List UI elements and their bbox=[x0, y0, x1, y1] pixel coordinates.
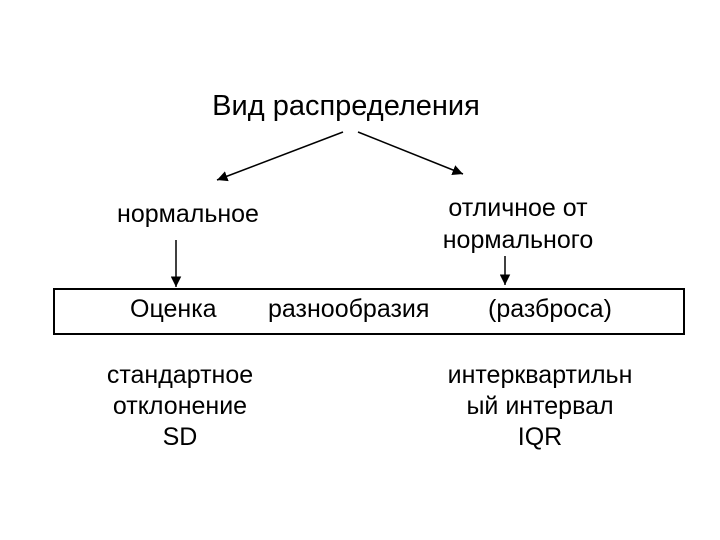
measure-iqr-line-2: ый интервал bbox=[466, 392, 614, 420]
measure-sd-line-1: стандартное bbox=[106, 361, 254, 389]
measure-iqr-line-3: IQR bbox=[517, 423, 563, 451]
measure-iqr-line-1: интерквартильн bbox=[447, 361, 633, 389]
branch-non-normal: отличное от нормального bbox=[400, 192, 636, 256]
branch-non-normal-line-1: отличное от bbox=[448, 194, 588, 222]
measure-standard-deviation: стандартное отклонение SD bbox=[80, 360, 280, 453]
measure-interquartile-range: интерквартильн ый интервал IQR bbox=[410, 360, 670, 453]
branch-non-normal-line-2: нормального bbox=[442, 226, 594, 254]
measure-sd-line-2: отклонение bbox=[112, 392, 248, 420]
evaluation-box bbox=[53, 288, 685, 335]
arrow-to-non-normal bbox=[357, 131, 464, 175]
diagram-title: Вид распределения bbox=[212, 90, 480, 122]
evaluation-word-2: разнообразия bbox=[268, 295, 430, 323]
arrow-to-normal bbox=[216, 131, 344, 182]
evaluation-word-3: (разброса) bbox=[488, 295, 612, 323]
measure-sd-line-3: SD bbox=[162, 423, 198, 451]
branch-normal: нормальное bbox=[117, 200, 259, 228]
evaluation-word-1: Оценка bbox=[130, 295, 217, 323]
